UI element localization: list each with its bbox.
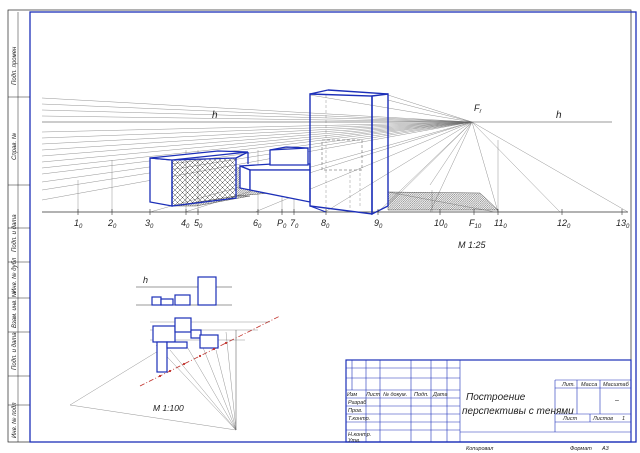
row-tkontr: Т.контр.	[348, 416, 370, 422]
inner-frame	[29, 11, 637, 443]
row-utv: Утв.	[347, 438, 361, 444]
perspective-construction: h h Fr 10 20 30 40 50 60 P0 70 80 90 100…	[41, 89, 630, 250]
stamp-label-5: Взам. инв. №	[11, 290, 18, 328]
stamp-label-3: Подп. и дата	[12, 214, 18, 252]
ground-shadow-right	[387, 191, 499, 211]
tall-tower	[309, 89, 389, 216]
elevation-blocks	[151, 276, 217, 306]
col-list: Лист	[365, 392, 381, 398]
scale-label: Масштаб	[603, 382, 630, 388]
mark-5: 50	[194, 218, 203, 230]
plan-construction: h	[69, 275, 281, 431]
scale-value: –	[614, 397, 619, 404]
sheets-count: 1	[622, 416, 625, 422]
stamp-label-1: Подп. промен	[12, 46, 18, 85]
mark-9: 90	[374, 218, 383, 230]
row-razrab: Разраб	[348, 400, 367, 406]
perspective-rays	[41, 94, 629, 213]
mass-label: Масса	[581, 382, 597, 388]
format-value: А3	[601, 446, 610, 452]
title-line-1: Построение	[466, 392, 526, 403]
row-prov: Пров.	[348, 408, 363, 414]
scale-small-label: М 1:100	[153, 403, 184, 413]
ground-ticks	[77, 209, 623, 215]
horizon-label-right: h	[556, 110, 562, 121]
col-izm: Изм	[347, 392, 357, 398]
col-sign: Подп.	[414, 392, 429, 398]
side-stamp: Подп. промен Справ. № Подп. и дата Инв. …	[8, 12, 30, 442]
ground-mark-labels: 10 20 30 40 50 60 P0 70 80 90 100 F10 11…	[74, 218, 630, 230]
copied-label: Копировал	[466, 446, 493, 452]
mark-2: 20	[107, 218, 117, 230]
mark-3: 30	[145, 218, 154, 230]
mark-12: 120	[557, 218, 571, 230]
mark-1: 10	[74, 218, 83, 230]
mark-8: 80	[321, 218, 330, 230]
scale-main-label: М 1:25	[458, 240, 487, 250]
mark-7: 70	[290, 218, 299, 230]
stamp-label-6: Подп. и дата	[12, 332, 18, 370]
sheets-label: Листов	[592, 416, 613, 422]
stamp-label-4: Инв. № дубл	[11, 257, 18, 293]
stamp-label-2: Справ. №	[11, 132, 18, 160]
outer-frame	[7, 9, 632, 443]
lit-label: Лит.	[561, 382, 575, 388]
mark-p: P0	[277, 218, 287, 230]
title-block: Изм Лист № докум. Подп. Дата Разраб Пров…	[345, 359, 632, 452]
mark-11: 110	[494, 218, 507, 230]
sheet-label: Лист	[562, 416, 578, 422]
title-line-2: перспективы с тенями	[462, 406, 574, 417]
row-nkontr: Н.контр.	[348, 432, 371, 438]
col-date: Дата	[432, 392, 448, 398]
format-label: Формат	[570, 446, 592, 452]
mark-4: 40	[181, 218, 190, 230]
vanishing-point-label: Fr	[474, 103, 483, 115]
col-doc: № докум.	[383, 392, 407, 398]
stamp-label-7: Инв. № подл	[11, 402, 18, 438]
mark-10: 100	[434, 218, 448, 230]
plan-trace-points	[158, 341, 228, 378]
mark-13: 130	[616, 218, 630, 230]
horizon-label-left: h	[212, 110, 218, 121]
mark-f10: F10	[469, 218, 482, 230]
plan-blocks	[152, 317, 219, 373]
small-h-label: h	[143, 275, 148, 285]
mark-6: 60	[253, 218, 262, 230]
left-block	[149, 150, 249, 207]
